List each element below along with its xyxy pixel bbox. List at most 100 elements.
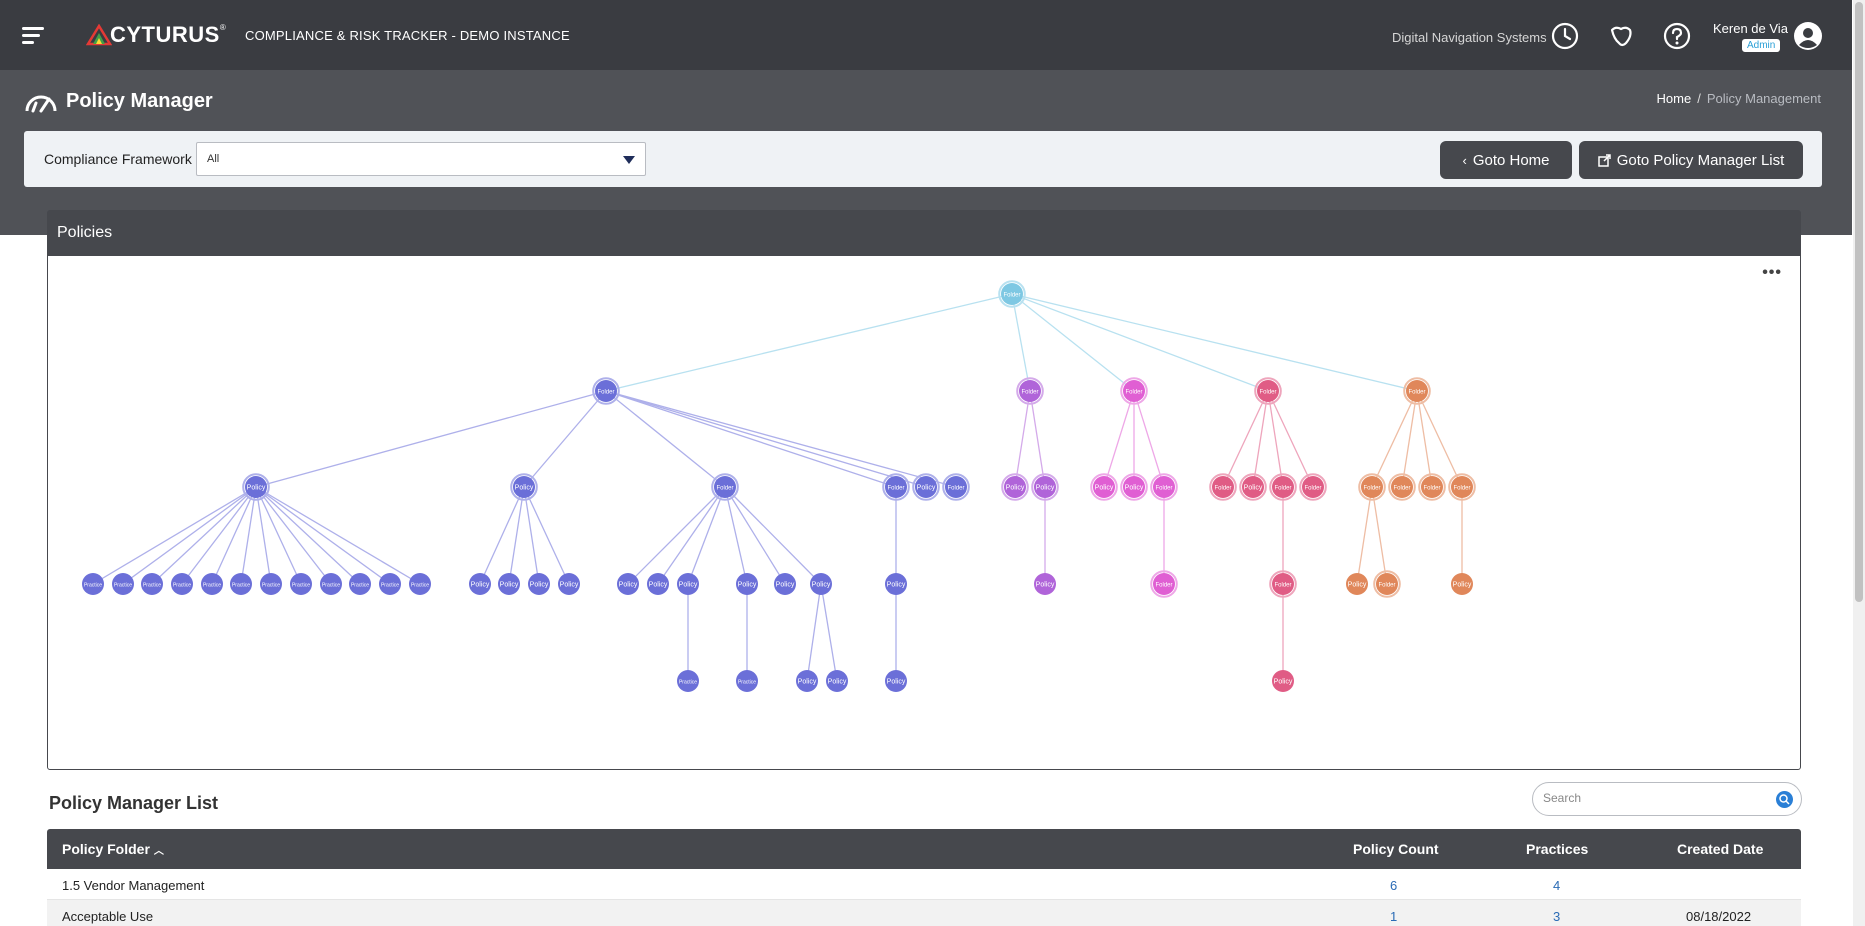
- policy-node[interactable]: Policy: [1239, 473, 1267, 501]
- policy-node[interactable]: Policy: [826, 670, 848, 692]
- hamburger-menu-icon[interactable]: [22, 25, 48, 45]
- practice-node[interactable]: Practice: [260, 573, 282, 595]
- folder-node[interactable]: Folder: [1269, 473, 1297, 501]
- policy-node[interactable]: Policy: [469, 573, 491, 595]
- policy-folder-cell[interactable]: 1.5 Vendor Management: [62, 878, 205, 893]
- policy-node[interactable]: Policy: [677, 573, 699, 595]
- folder-node[interactable]: Folder: [882, 473, 910, 501]
- folder-node[interactable]: Folder: [998, 280, 1026, 308]
- node-label: Policy: [887, 679, 906, 686]
- folder-node[interactable]: Folder: [1016, 377, 1044, 405]
- goto-home-button[interactable]: ‹ Goto Home: [1440, 141, 1572, 179]
- practice-node[interactable]: Practice: [677, 670, 699, 692]
- policy-count-cell[interactable]: 6: [1390, 878, 1398, 893]
- practice-node[interactable]: Practice: [379, 573, 401, 595]
- folder-node[interactable]: Folder: [1388, 473, 1416, 501]
- practice-node[interactable]: Practice: [82, 573, 104, 595]
- policy-node[interactable]: Policy: [1001, 473, 1029, 501]
- policy-node[interactable]: Policy: [1034, 573, 1056, 595]
- policy-node[interactable]: Policy: [1346, 573, 1368, 595]
- policy-node[interactable]: Policy: [558, 573, 580, 595]
- policy-node[interactable]: Policy: [1272, 670, 1294, 692]
- brand-logo[interactable]: CYTURUS ®: [86, 20, 226, 50]
- page-scrollbar[interactable]: [1853, 0, 1865, 926]
- folder-node[interactable]: Folder: [942, 473, 970, 501]
- tree-link: [657, 486, 726, 585]
- search-field[interactable]: [1532, 782, 1802, 816]
- policy-folder-cell[interactable]: Acceptable Use: [62, 909, 154, 924]
- search-input[interactable]: [1543, 791, 1763, 805]
- practice-node[interactable]: Practice: [201, 573, 223, 595]
- node-label: Policy: [619, 582, 638, 589]
- table-row[interactable]: Acceptable Use 1 3 08/18/2022: [47, 900, 1801, 926]
- policy-node[interactable]: Policy: [912, 473, 940, 501]
- tree-link: [255, 486, 332, 585]
- column-header-created-date[interactable]: Created Date: [1677, 841, 1764, 857]
- policy-node[interactable]: Policy: [736, 573, 758, 595]
- scrollbar-thumb[interactable]: [1855, 2, 1863, 602]
- folder-node[interactable]: Folder: [592, 377, 620, 405]
- policy-node[interactable]: Policy: [885, 670, 907, 692]
- folder-node[interactable]: Folder: [711, 473, 739, 501]
- folder-node[interactable]: Folder: [1209, 473, 1237, 501]
- policy-node[interactable]: Policy: [242, 473, 270, 501]
- policy-node[interactable]: Policy: [1090, 473, 1118, 501]
- organization-name: Digital Navigation Systems: [1392, 30, 1547, 45]
- practice-node[interactable]: Practice: [349, 573, 371, 595]
- folder-node[interactable]: Folder: [1254, 377, 1282, 405]
- policy-node[interactable]: Policy: [617, 573, 639, 595]
- folder-node[interactable]: Folder: [1373, 570, 1401, 598]
- policy-node[interactable]: Policy: [885, 573, 907, 595]
- practice-node[interactable]: Practice: [171, 573, 193, 595]
- breadcrumb-home-link[interactable]: Home: [1656, 91, 1692, 106]
- tree-link: [724, 486, 822, 585]
- clock-icon[interactable]: [1550, 21, 1580, 51]
- folder-node[interactable]: Folder: [1150, 570, 1178, 598]
- policy-node[interactable]: Policy: [796, 670, 818, 692]
- folder-node[interactable]: Folder: [1418, 473, 1446, 501]
- practices-cell[interactable]: 4: [1553, 878, 1561, 893]
- table-row[interactable]: 1.5 Vendor Management 6 4: [47, 869, 1801, 900]
- column-header-practices[interactable]: Practices: [1526, 841, 1589, 857]
- compliance-framework-select[interactable]: All: [196, 142, 646, 176]
- folder-node[interactable]: Folder: [1269, 570, 1297, 598]
- folder-node[interactable]: Folder: [1358, 473, 1386, 501]
- goto-policy-manager-list-button[interactable]: Goto Policy Manager List: [1579, 141, 1803, 179]
- folder-node[interactable]: Folder: [1150, 473, 1178, 501]
- help-icon[interactable]: [1662, 21, 1692, 51]
- tree-link: [523, 486, 540, 585]
- policy-count-cell[interactable]: 1: [1390, 909, 1398, 924]
- tree-link: [523, 390, 607, 488]
- practice-node[interactable]: Practice: [409, 573, 431, 595]
- policy-node[interactable]: Policy: [498, 573, 520, 595]
- user-name[interactable]: Keren de Via: [1713, 21, 1788, 36]
- policy-node[interactable]: Policy: [774, 573, 796, 595]
- folder-node[interactable]: Folder: [1299, 473, 1327, 501]
- policy-node[interactable]: Policy: [528, 573, 550, 595]
- column-header-policy-folder[interactable]: Policy Folder ︿: [62, 841, 164, 857]
- policy-node[interactable]: Policy: [810, 573, 832, 595]
- tree-link: [1416, 390, 1463, 488]
- tree-link: [92, 486, 257, 585]
- practice-node[interactable]: Practice: [141, 573, 163, 595]
- practices-cell[interactable]: 3: [1553, 909, 1561, 924]
- policy-node[interactable]: Policy: [1031, 473, 1059, 501]
- folder-node[interactable]: Folder: [1448, 473, 1476, 501]
- policy-node[interactable]: Policy: [1451, 573, 1473, 595]
- folder-node[interactable]: Folder: [1403, 377, 1431, 405]
- practice-node[interactable]: Practice: [112, 573, 134, 595]
- more-options-icon[interactable]: •••: [1762, 264, 1782, 281]
- node-label: Practice: [232, 583, 250, 589]
- practice-node[interactable]: Practice: [230, 573, 252, 595]
- policy-node[interactable]: Policy: [510, 473, 538, 501]
- search-icon[interactable]: [1776, 791, 1793, 808]
- column-header-policy-count[interactable]: Policy Count: [1353, 841, 1439, 857]
- policy-node[interactable]: Policy: [1120, 473, 1148, 501]
- user-avatar-icon[interactable]: [1793, 21, 1823, 51]
- practice-node[interactable]: Practice: [290, 573, 312, 595]
- practice-node[interactable]: Practice: [736, 670, 758, 692]
- policy-node[interactable]: Policy: [647, 573, 669, 595]
- folder-node[interactable]: Folder: [1120, 377, 1148, 405]
- practice-node[interactable]: Practice: [320, 573, 342, 595]
- map-icon[interactable]: [1606, 21, 1636, 51]
